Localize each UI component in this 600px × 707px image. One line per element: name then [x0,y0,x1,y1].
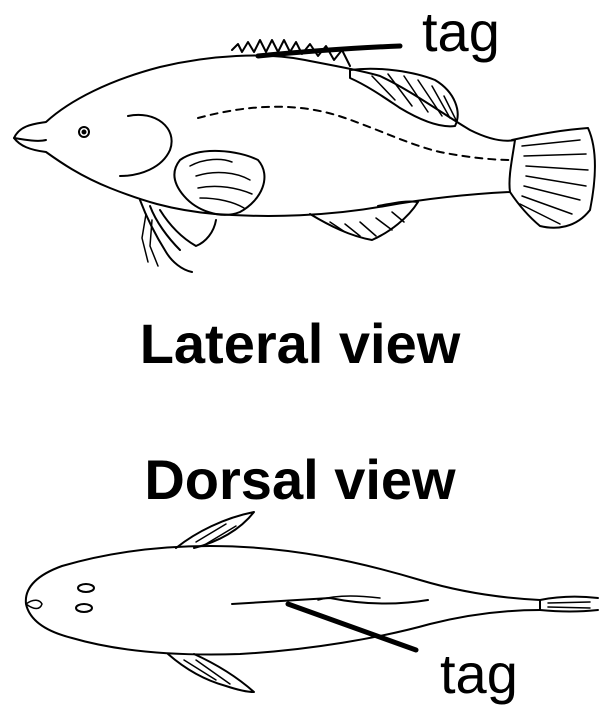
tag-label-lateral: tag [422,4,500,60]
lateral-fish-dorsal-fin [350,69,458,127]
lateral-fish-mouth [14,138,46,141]
dorsal-fish-tag [288,604,416,650]
lateral-fish-gill-cover [120,115,172,176]
dorsal-fish-tail [540,597,598,612]
dorsal-view-title: Dorsal view [0,452,600,508]
dorsal-fish-eye-left [78,584,94,592]
dorsal-fish-dorsal-fin [232,598,428,604]
lateral-view-title: Lateral view [0,316,600,372]
lateral-fish-pectoral-fin [174,151,264,215]
dorsal-fish-pectoral-fin-lower [168,654,254,692]
tag-label-dorsal: tag [440,646,518,702]
lateral-fish [14,40,595,272]
lateral-fish-lateral-line [198,107,512,160]
dorsal-fish-eye-right [76,604,92,612]
lateral-fish-body [14,56,515,216]
